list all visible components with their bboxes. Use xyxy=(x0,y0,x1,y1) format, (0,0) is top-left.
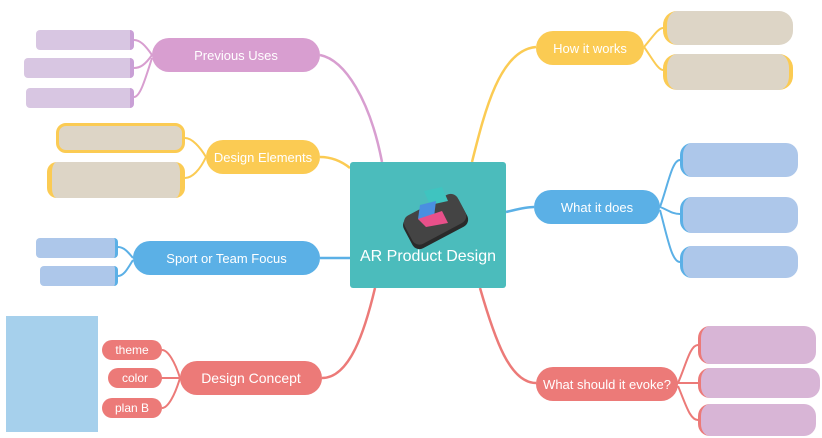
branch-what-it-does-label: What it does xyxy=(560,199,634,215)
placeholder-node[interactable] xyxy=(36,238,118,258)
branch-sport-team-focus-label: Sport or Team Focus xyxy=(166,250,287,266)
branch-what-it-does[interactable]: What it does xyxy=(534,190,660,224)
placeholder-node[interactable] xyxy=(24,58,134,78)
placeholder-node[interactable] xyxy=(663,11,793,45)
concept-tag-color[interactable]: color xyxy=(108,368,162,388)
placeholder-node[interactable] xyxy=(47,162,185,198)
branch-how-it-works-label: How it works xyxy=(553,40,627,56)
placeholder-node[interactable] xyxy=(698,368,820,398)
branch-design-concept[interactable]: Design Concept xyxy=(180,361,322,395)
placeholder-node[interactable] xyxy=(680,197,798,233)
branch-design-concept-label: Design Concept xyxy=(201,370,301,386)
placeholder-node[interactable] xyxy=(40,266,118,286)
placeholder-node[interactable] xyxy=(26,88,134,108)
concept-tag-theme[interactable]: theme xyxy=(102,340,162,360)
concept-tag-label: theme xyxy=(115,343,149,357)
branch-design-elements[interactable]: Design Elements xyxy=(206,140,320,174)
placeholder-node[interactable] xyxy=(680,143,798,177)
placeholder-node[interactable] xyxy=(698,326,816,364)
image-placeholder[interactable] xyxy=(6,316,98,432)
branch-design-elements-label: Design Elements xyxy=(213,149,313,165)
branch-what-should-it-evoke[interactable]: What should it evoke? xyxy=(536,367,678,401)
concept-tag-plan-b[interactable]: plan B xyxy=(102,398,162,418)
branch-sport-team-focus[interactable]: Sport or Team Focus xyxy=(133,241,320,275)
placeholder-node[interactable] xyxy=(680,246,798,278)
placeholder-node[interactable] xyxy=(663,54,793,90)
concept-tag-label: plan B xyxy=(114,401,150,415)
branch-previous-uses[interactable]: Previous Uses xyxy=(152,38,320,72)
central-topic-title: AR Product Design xyxy=(359,248,497,265)
placeholder-node[interactable] xyxy=(56,123,185,153)
placeholder-node[interactable] xyxy=(698,404,816,436)
branch-previous-uses-label: Previous Uses xyxy=(194,47,278,63)
ar-logo-icon xyxy=(403,187,469,250)
branch-how-it-works[interactable]: How it works xyxy=(536,31,644,65)
concept-tag-label: color xyxy=(121,371,148,385)
placeholder-node[interactable] xyxy=(36,30,134,50)
branch-what-should-it-evoke-label: What should it evoke? xyxy=(543,376,671,392)
